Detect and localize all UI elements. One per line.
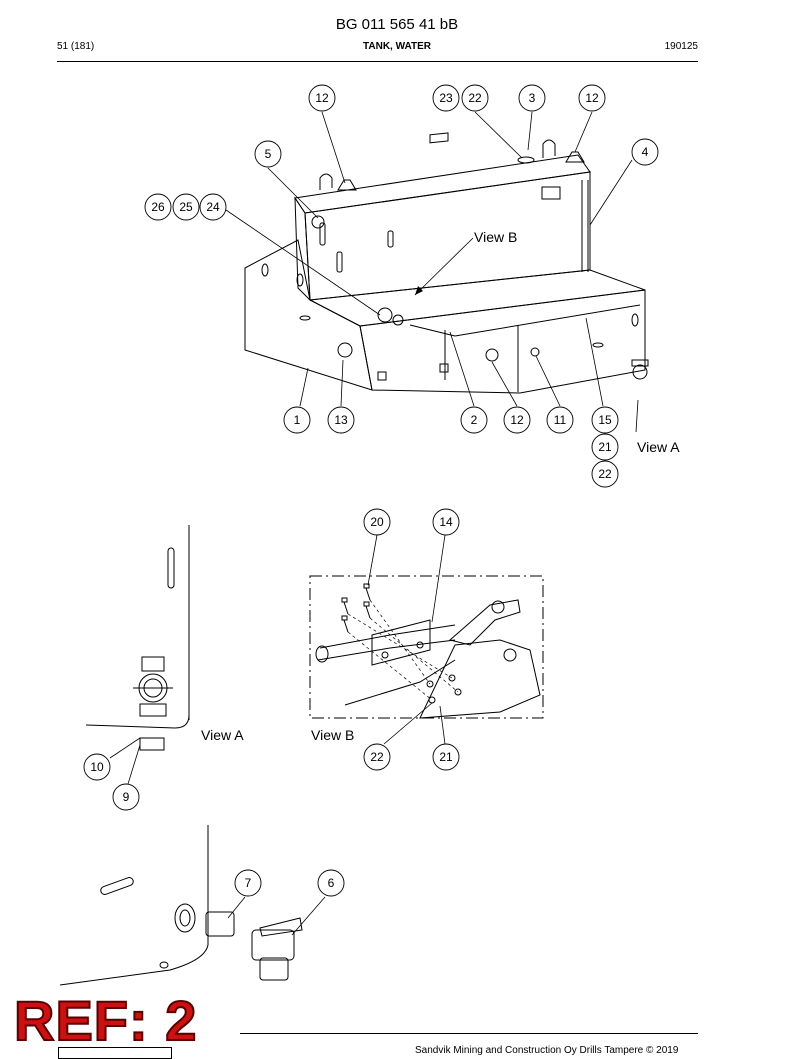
callout-9: 9 — [123, 790, 130, 804]
callout-23: 23 — [439, 91, 453, 105]
callout-12: 12 — [315, 91, 329, 105]
page-title: TANK, WATER — [363, 41, 431, 52]
callout-21: 21 — [598, 440, 612, 454]
water-tank-drawing — [244, 132, 649, 394]
callout-22: 22 — [370, 750, 384, 764]
callout-22: 22 — [468, 91, 482, 105]
view-b-label: View B — [311, 727, 355, 743]
callout-12: 12 — [585, 91, 599, 105]
header-rule — [57, 61, 698, 62]
valve-assembly-drawing — [59, 825, 303, 986]
callout-4: 4 — [642, 145, 649, 159]
view-a-label: View A — [201, 727, 244, 743]
document-number: BG 011 565 41 bB — [335, 16, 459, 33]
callout-25: 25 — [179, 200, 193, 214]
page-number: 51 (181) — [57, 41, 95, 52]
mounting-bracket-drawing — [309, 575, 544, 719]
footer-rule — [240, 1033, 698, 1034]
callout-20: 20 — [370, 515, 384, 529]
ball-valve-drawing — [85, 525, 190, 751]
callout-13: 13 — [334, 413, 348, 427]
callout-21: 21 — [439, 750, 453, 764]
callout-5: 5 — [265, 147, 272, 161]
callout-26: 26 — [151, 200, 165, 214]
callout-3: 3 — [529, 91, 536, 105]
callout-2: 2 — [471, 413, 478, 427]
callout-12: 12 — [510, 413, 524, 427]
callout-11: 11 — [554, 413, 567, 427]
callout-14: 14 — [439, 515, 453, 529]
callout-7: 7 — [245, 876, 252, 890]
callout-15: 15 — [598, 413, 612, 427]
document-date: 190125 — [664, 41, 698, 52]
callout-6: 6 — [328, 876, 335, 890]
callout-24: 24 — [206, 200, 220, 214]
callout-10: 10 — [90, 760, 104, 774]
callout-22: 22 — [598, 467, 612, 481]
callout-1: 1 — [294, 413, 301, 427]
view-a-label-main: View A — [637, 439, 680, 455]
footer-copyright: Sandvik Mining and Construction Oy Drill… — [415, 1045, 679, 1056]
reference-stamp: REF: 2 — [13, 988, 198, 1053]
view-b-label-main: View B — [474, 229, 518, 245]
